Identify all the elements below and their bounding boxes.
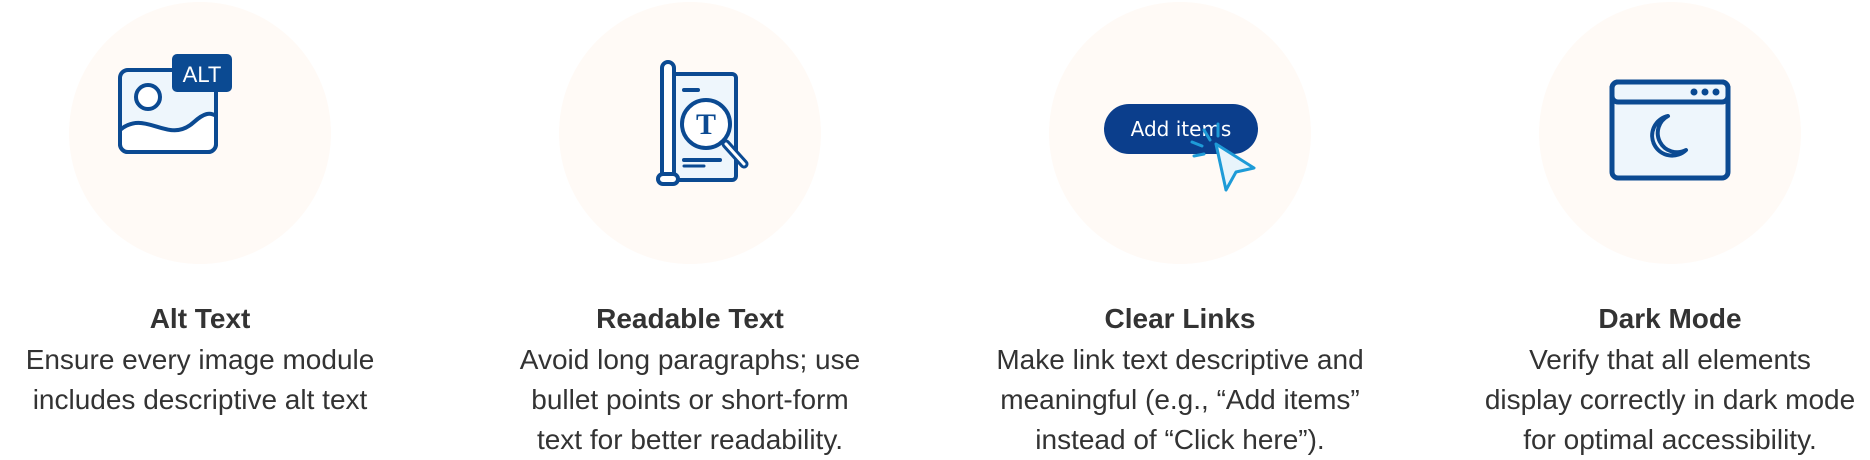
dark-mode-icon [1609,79,1731,181]
alt-badge-label: ALT [183,62,222,87]
alt-image-icon: ALT [118,54,232,154]
card-description: Make link text descriptive and meaningfu… [996,344,1364,455]
card-title: Clear Links [1104,303,1256,334]
card-description: Ensure every image module includes descr… [25,344,375,415]
card-title: Alt Text [149,303,251,334]
text-glyph: T [696,108,716,141]
clear-links-icon: Add items [1104,104,1264,194]
add-items-button[interactable]: Add items [1104,104,1258,154]
card-title: Readable Text [596,303,784,334]
cursor-icon [1190,122,1256,192]
card-title: Dark Mode [1598,303,1742,334]
card-description: Verify that all elements display correct… [1484,344,1856,455]
tip-card-readable-text: T Readable Text Avoid long paragraphs; u… [480,0,900,460]
card-description: Avoid long paragraphs; use bullet points… [519,344,861,455]
tip-card-clear-links: Add items Clear Links Make link text des… [970,0,1390,460]
tip-card-dark-mode: Dark Mode Verify that all elements displ… [1460,0,1870,460]
readable-text-icon: T [656,60,749,186]
tip-card-alt-text: ALT Alt Text Ensure every image module i… [0,0,410,460]
